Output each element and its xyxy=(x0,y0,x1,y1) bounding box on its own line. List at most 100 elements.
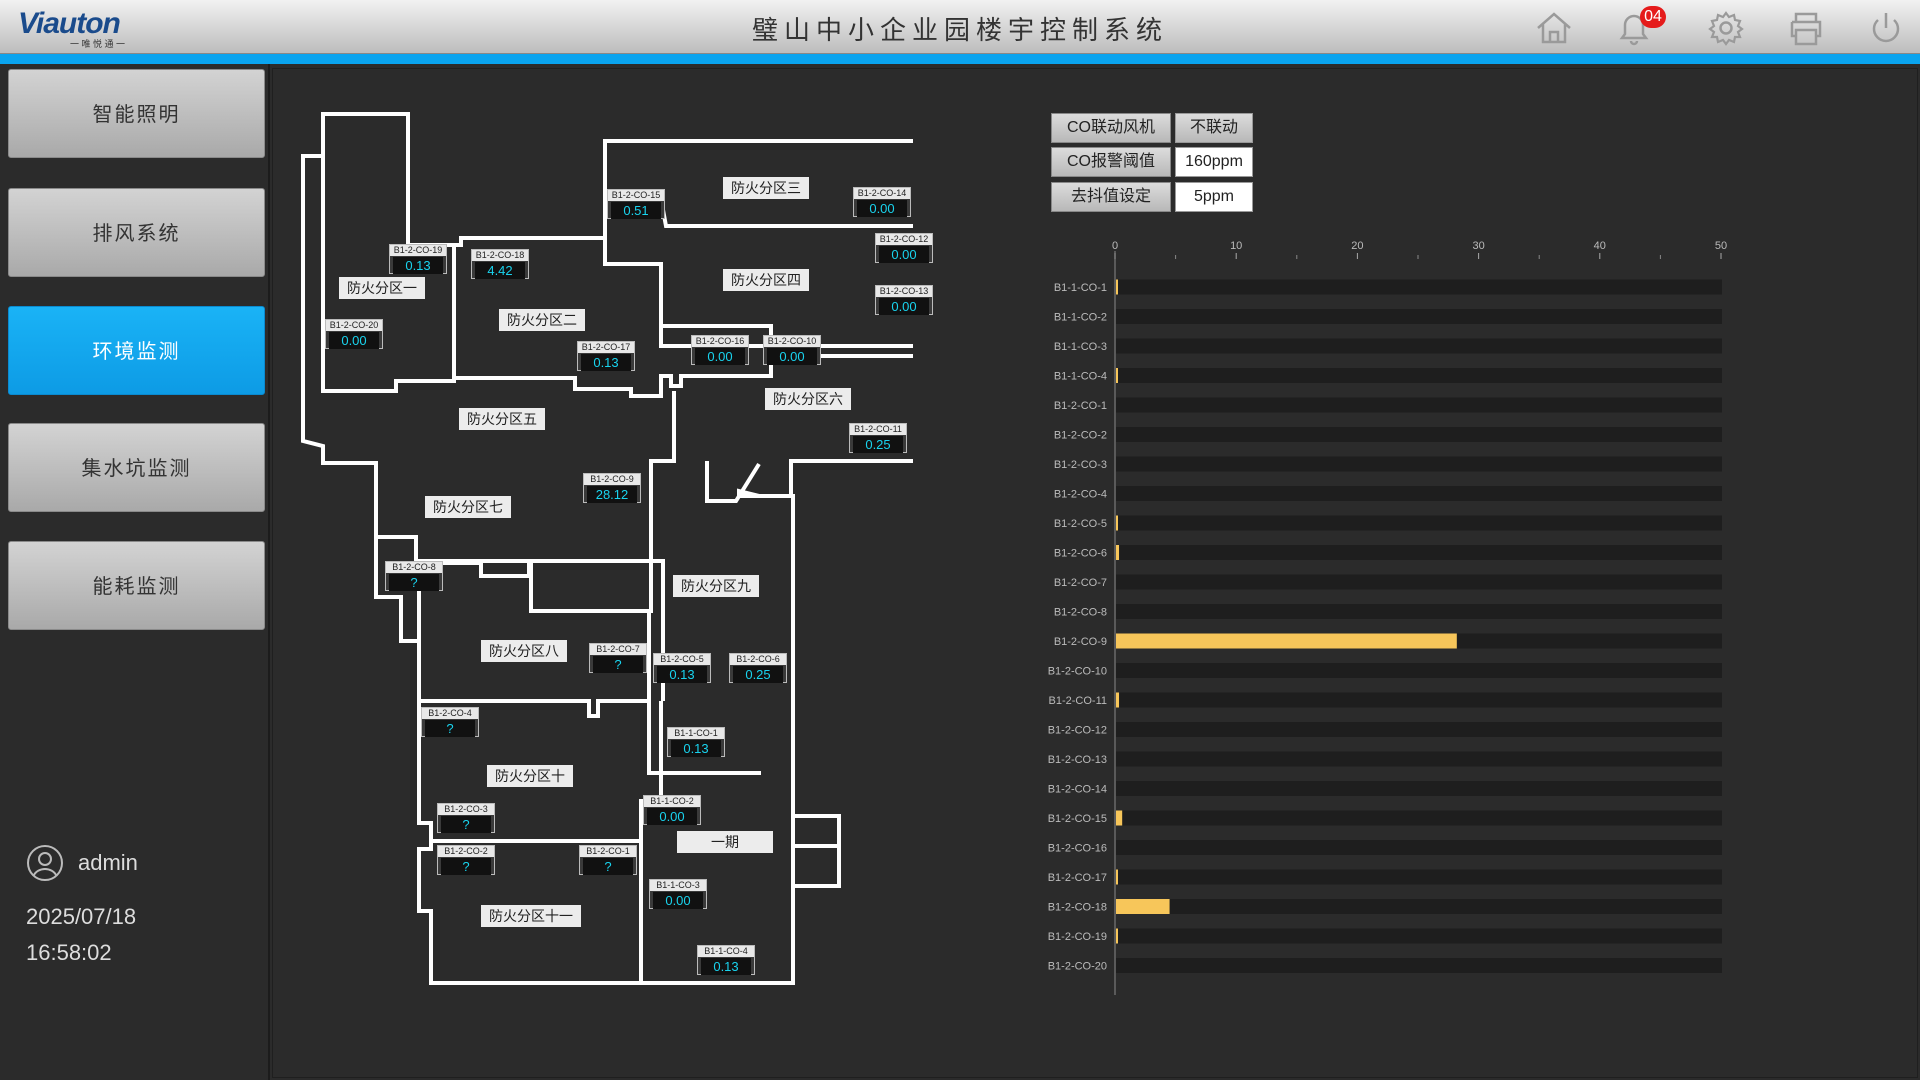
bar-track xyxy=(1116,456,1722,472)
category-label: B1-1-CO-1 xyxy=(1054,282,1107,294)
page-title: 璧山中小企业园楼宇控制系统 xyxy=(751,16,1168,46)
sensor-tile[interactable]: B1-2-CO-4? xyxy=(421,707,479,737)
sensor-id: B1-2-CO-14 xyxy=(854,188,910,199)
nav-environment-monitoring[interactable]: 环境监测 xyxy=(8,306,265,395)
sensor-id: B1-2-CO-10 xyxy=(764,336,820,347)
home-button[interactable] xyxy=(1532,8,1576,48)
bar-track xyxy=(1116,397,1722,413)
debounce-input[interactable]: 5ppm xyxy=(1175,182,1253,212)
sensor-value: 0.00 xyxy=(879,298,929,315)
sensor-tile[interactable]: B1-2-CO-7? xyxy=(589,643,647,673)
alarm-button[interactable]: 04 xyxy=(1612,6,1666,48)
user-avatar-icon xyxy=(27,845,63,881)
category-label: B1-2-CO-15 xyxy=(1048,813,1107,825)
x-tick-label: 0 xyxy=(1112,240,1118,252)
sensor-value: 0.00 xyxy=(857,200,907,217)
nav-sump-monitoring[interactable]: 集水坑监测 xyxy=(8,423,265,512)
nav-exhaust-system[interactable]: 排风系统 xyxy=(8,188,265,277)
sensor-id: B1-2-CO-5 xyxy=(654,654,710,665)
bar xyxy=(1116,279,1118,295)
sensor-value: 0.00 xyxy=(653,892,703,909)
alarm-count-badge: 04 xyxy=(1640,6,1666,28)
bar-track xyxy=(1116,604,1722,619)
sensor-value: 0.00 xyxy=(879,246,929,263)
bar xyxy=(1116,899,1170,914)
sensor-id: B1-2-CO-4 xyxy=(422,708,478,719)
sensor-value: 0.00 xyxy=(695,348,745,365)
nav-energy-monitoring[interactable]: 能耗监测 xyxy=(8,541,265,630)
zone-label: 防火分区十 xyxy=(487,765,573,787)
sensor-value: ? xyxy=(425,720,475,737)
bar-track xyxy=(1116,781,1722,796)
co-alarm-threshold-input[interactable]: 160ppm xyxy=(1175,147,1253,177)
sensor-value: 4.42 xyxy=(475,262,525,279)
power-button[interactable] xyxy=(1864,8,1908,48)
category-label: B1-2-CO-17 xyxy=(1048,872,1107,884)
bar-track xyxy=(1116,958,1722,973)
zone-label: 防火分区一 xyxy=(339,277,425,299)
nav-smart-lighting[interactable]: 智能照明 xyxy=(8,69,265,158)
sensor-value: 0.25 xyxy=(733,666,783,683)
sensor-tile[interactable]: B1-2-CO-3? xyxy=(437,803,495,833)
x-tick-label: 50 xyxy=(1715,240,1727,252)
category-label: B1-2-CO-18 xyxy=(1048,902,1107,914)
sensor-value: ? xyxy=(593,656,643,673)
current-date: 2025/07/18 xyxy=(26,904,137,929)
sensor-tile[interactable]: B1-2-CO-1? xyxy=(579,845,637,875)
co-fan-link-toggle[interactable]: 不联动 xyxy=(1175,113,1253,143)
sensor-id: B1-1-CO-1 xyxy=(668,728,724,739)
sensor-id: B1-2-CO-15 xyxy=(608,190,664,201)
zone-label: 防火分区六 xyxy=(765,388,851,410)
sensor-id: B1-2-CO-11 xyxy=(850,424,906,435)
zone-label: 防火分区四 xyxy=(723,269,809,291)
sensor-id: B1-2-CO-16 xyxy=(692,336,748,347)
category-label: B1-1-CO-2 xyxy=(1054,312,1107,324)
print-button[interactable] xyxy=(1784,8,1828,48)
category-label: B1-2-CO-7 xyxy=(1054,577,1107,589)
header-accent-bar xyxy=(0,54,1920,64)
sensor-value: 0.25 xyxy=(853,436,903,453)
bar-track xyxy=(1116,899,1722,914)
category-label: B1-2-CO-16 xyxy=(1048,843,1107,855)
sensor-id: B1-2-CO-1 xyxy=(580,846,636,857)
sensor-value: 0.00 xyxy=(329,332,379,349)
category-label: B1-2-CO-11 xyxy=(1049,695,1107,707)
sensor-value: 0.13 xyxy=(701,958,751,975)
settings-button[interactable] xyxy=(1704,8,1748,48)
bar-track xyxy=(1116,368,1722,383)
sensor-id: B1-2-CO-2 xyxy=(438,846,494,857)
sensor-tile[interactable]: B1-2-CO-8? xyxy=(385,561,443,591)
username: admin xyxy=(78,850,138,875)
debounce-label: 去抖值设定 xyxy=(1051,182,1171,212)
sensor-value: 0.13 xyxy=(671,740,721,757)
logo-text: Viauton xyxy=(18,7,121,40)
zone-label: 一期 xyxy=(677,831,773,853)
bar-track xyxy=(1116,663,1722,678)
bar-track xyxy=(1116,486,1722,501)
sensor-tile[interactable]: B1-2-CO-2? xyxy=(437,845,495,875)
zone-label: 防火分区三 xyxy=(723,177,809,199)
category-label: B1-2-CO-6 xyxy=(1054,548,1107,560)
sensor-id: B1-2-CO-19 xyxy=(390,245,446,256)
x-tick-label: 30 xyxy=(1472,240,1484,252)
